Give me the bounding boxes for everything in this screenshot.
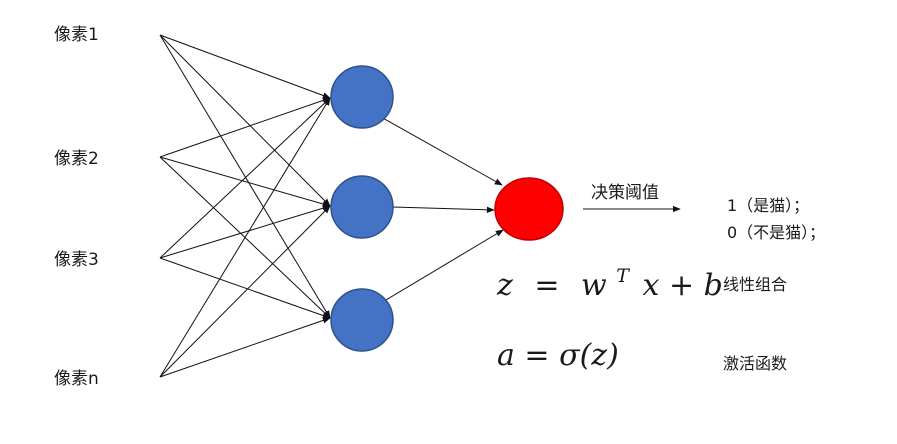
- input-labels: 像素1 像素2 像素3 像素n: [54, 25, 99, 389]
- hidden-neuron-icon: [330, 175, 394, 239]
- input-label: 像素n: [54, 369, 99, 389]
- input-label: 像素2: [54, 149, 99, 169]
- activation-function-label: 激活函数: [723, 354, 787, 373]
- formula-rest: x + b: [643, 268, 723, 303]
- edge-inputn-hidden3: [159, 317, 331, 378]
- edge-input3-hidden3: [159, 257, 331, 319]
- output-cat-label: 1（是猫）；: [727, 196, 809, 215]
- hidden-layer: [330, 65, 394, 352]
- linear-formula: z = w T x + b: [496, 255, 723, 303]
- input-label: 像素3: [54, 250, 99, 270]
- input-to-hidden-edges: [159, 34, 331, 378]
- edge-hidden2-output: [392, 206, 495, 213]
- hidden-to-output-edges: [380, 116, 504, 304]
- decision-threshold-label: 决策阈值: [591, 183, 659, 203]
- formula-sup: T: [616, 265, 630, 287]
- edge-inputn-hidden1: [159, 97, 331, 378]
- edge-input2-hidden1: [159, 97, 331, 158]
- formula-w: w: [581, 268, 607, 303]
- edge-input3-hidden1: [159, 97, 331, 259]
- edge-input1-hidden3: [159, 34, 331, 319]
- linear-combination-label: 线性组合: [723, 275, 787, 294]
- edge-hidden1-output: [380, 116, 503, 186]
- edge-hidden3-output: [380, 229, 504, 304]
- edge-input3-hidden2: [159, 205, 331, 259]
- edge-input1-hidden1: [159, 34, 331, 99]
- output-not-cat-label: 0（不是猫）；: [727, 223, 825, 242]
- output-neuron-icon: [494, 177, 564, 241]
- formula-eq: =: [534, 268, 559, 303]
- hidden-neuron-icon: [330, 65, 394, 129]
- edge-input1-hidden2: [159, 34, 331, 207]
- edge-inputn-hidden2: [159, 205, 331, 378]
- hidden-neuron-icon: [330, 288, 394, 352]
- formula-lhs: z: [496, 268, 513, 303]
- activation-formula: a = σ(z): [497, 338, 619, 373]
- input-label: 像素1: [54, 25, 99, 45]
- edge-input2-hidden2: [159, 156, 331, 208]
